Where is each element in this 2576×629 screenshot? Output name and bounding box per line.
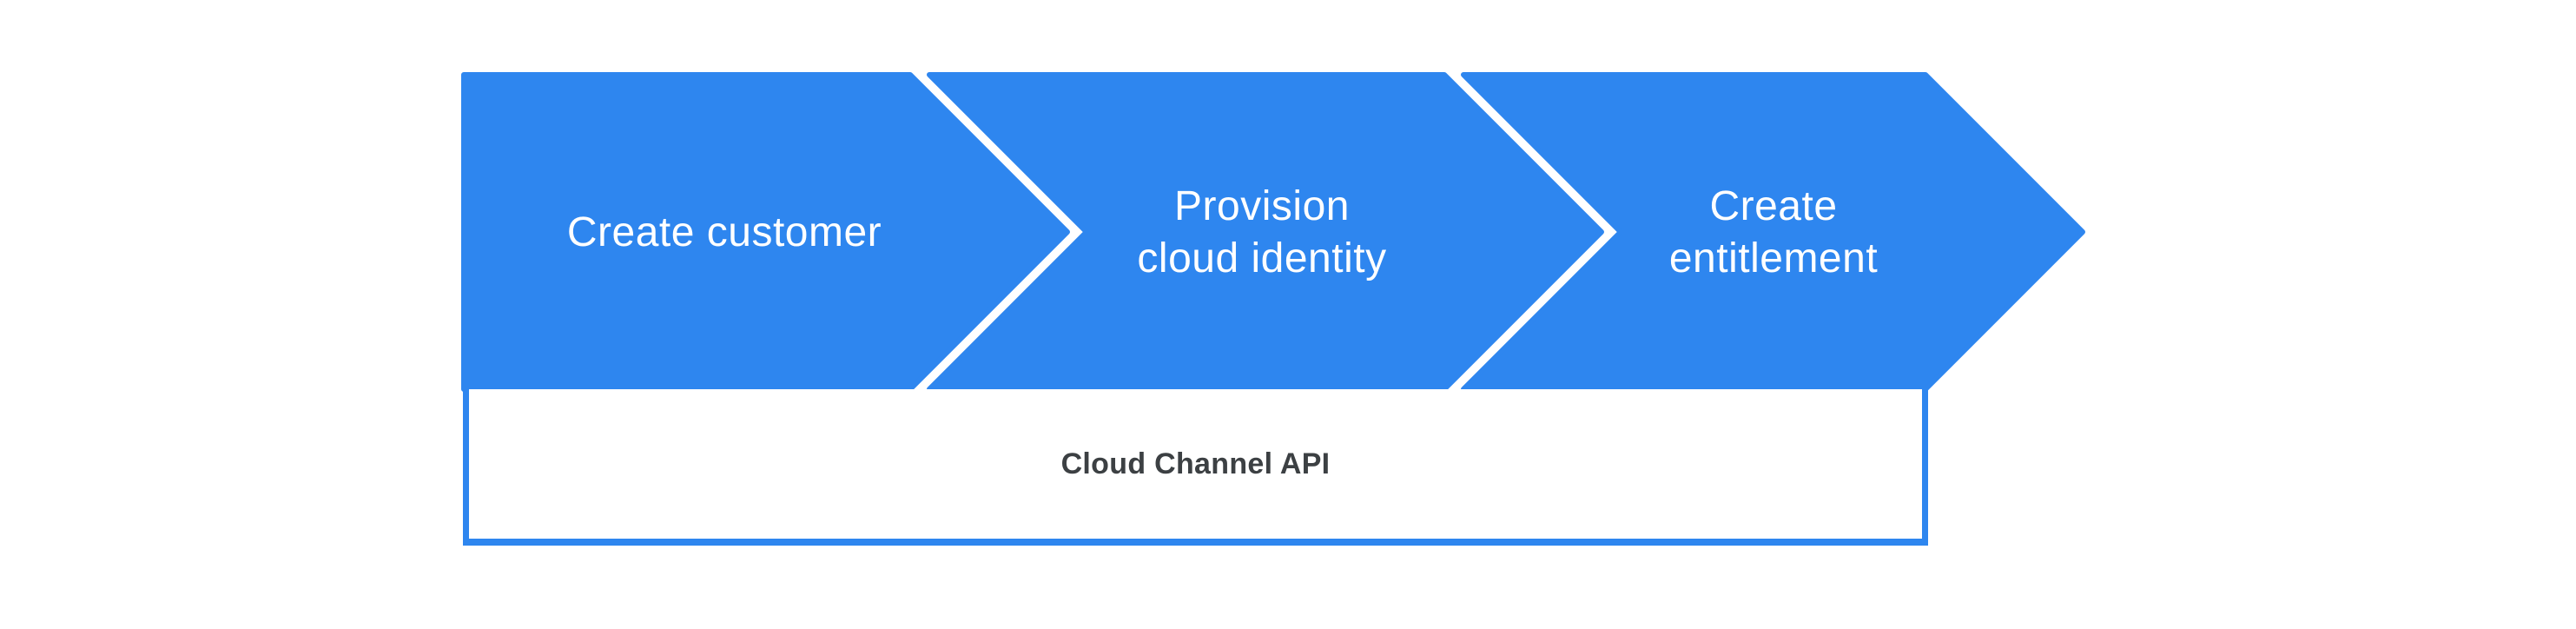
step-label-create-entitlement: Create entitlement — [1668, 183, 1879, 281]
api-box-label: Cloud Channel API — [1060, 447, 1331, 480]
step-label-create-customer: Create customer — [566, 209, 882, 255]
api-box: Cloud Channel API — [463, 389, 1928, 546]
step-label-provision-cloud-identity: Provision cloud identity — [1137, 183, 1387, 281]
chevron-step-1-shape — [461, 72, 1070, 392]
